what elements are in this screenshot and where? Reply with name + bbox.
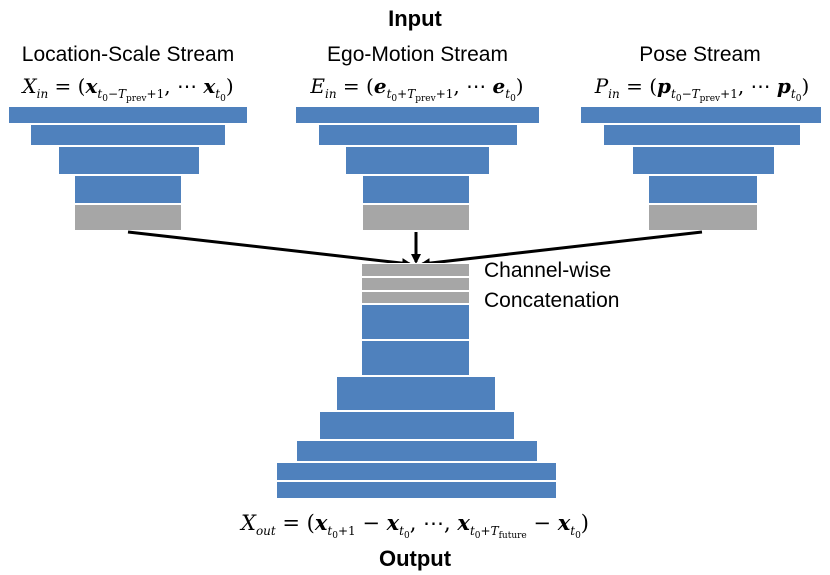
- encoder-layer: [580, 106, 822, 124]
- encoder-layer: [362, 175, 470, 204]
- decoder-layer: [296, 440, 538, 462]
- encoder-layer: [30, 124, 226, 146]
- location-scale-stream-title: Location-Scale Stream: [21, 43, 235, 66]
- encoder-layer: [58, 146, 200, 175]
- output-formula: Xout = (xt0+1 − xt0, ⋯, xt0+Tfuture − xt…: [240, 510, 589, 541]
- decoder-layer: [319, 411, 515, 440]
- ego-motion-stream-title: Ego-Motion Stream: [327, 43, 508, 66]
- location-scale-arrow: [127, 230, 412, 269]
- output-title: Output: [378, 546, 452, 571]
- encoder-layer: [603, 124, 801, 146]
- pose-arrow: [420, 230, 703, 269]
- concat-label-line2: Concatenation: [484, 289, 620, 312]
- encoder-layer: [648, 175, 758, 204]
- encoder-layer: [345, 146, 490, 175]
- pose-input-formula: Pin = (pt0−Tprev+1, ⋯ pt0): [594, 74, 810, 104]
- decoder-layer: [361, 340, 470, 376]
- concat-slice: [361, 291, 470, 304]
- decoder-layer: [361, 304, 470, 340]
- encoder-output-layer: [74, 204, 182, 231]
- decoder-layer: [276, 481, 557, 499]
- encoder-layer: [632, 146, 775, 175]
- concat-slice: [361, 263, 470, 277]
- encoder-layer: [74, 175, 182, 204]
- ego-motion-input-formula: Ein = (et0+Tprev+1, ⋯ et0): [310, 74, 524, 104]
- encoder-output-layer: [362, 204, 470, 231]
- concat-label-line1: Channel-wise: [484, 259, 612, 282]
- encoder-layer: [295, 106, 540, 124]
- pose-stream-title: Pose Stream: [639, 43, 761, 66]
- input-title: Input: [388, 6, 442, 31]
- decoder-layer: [336, 376, 496, 411]
- concat-slice: [361, 277, 470, 291]
- encoder-layer: [8, 106, 248, 124]
- encoder-layer: [318, 124, 518, 146]
- location-scale-input-formula: Xin = (xt0−Tprev+1, ⋯ xt0): [22, 74, 234, 104]
- decoder-layer: [276, 462, 557, 481]
- encoder-output-layer: [648, 204, 758, 231]
